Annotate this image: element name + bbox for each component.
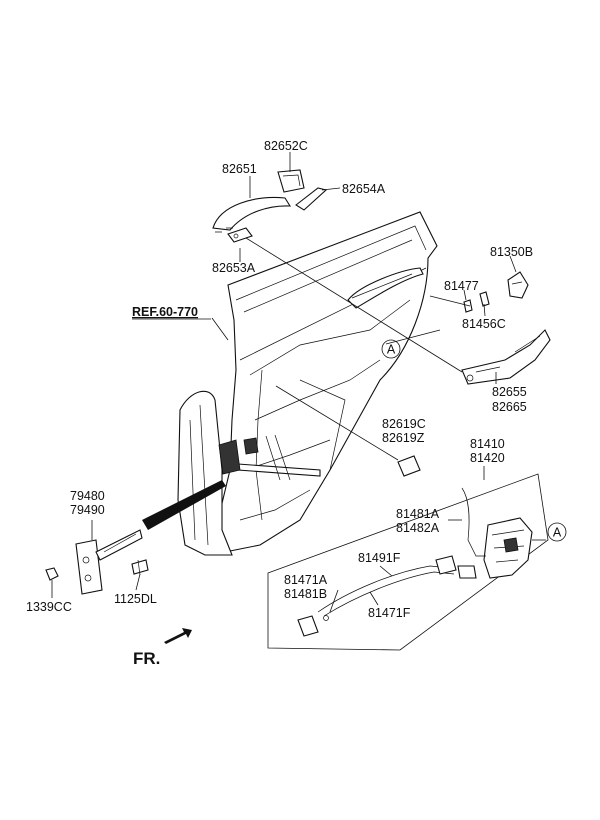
reference-arrow bbox=[142, 480, 226, 530]
label-81350b: 81350B bbox=[490, 245, 533, 259]
leader-lines bbox=[51, 152, 546, 613]
door-panel bbox=[217, 211, 438, 553]
label-81491f: 81491F bbox=[358, 551, 401, 565]
label-82654a: 82654A bbox=[342, 182, 386, 196]
label-ref-60-770: REF.60-770 bbox=[132, 305, 198, 319]
front-direction-indicator: FR. bbox=[133, 628, 192, 668]
screw-81477 bbox=[463, 299, 473, 313]
label-82653a: 82653A bbox=[212, 261, 256, 275]
label-81477: 81477 bbox=[444, 279, 479, 293]
callout-a-lock: A bbox=[547, 522, 567, 542]
label-1125dl: 1125DL bbox=[114, 592, 157, 606]
gasket-82654a bbox=[295, 187, 328, 211]
label-81471f: 81471F bbox=[368, 606, 411, 620]
label-81471a: 81471A bbox=[284, 573, 328, 587]
trim-cap-82619c bbox=[397, 455, 421, 477]
bolt-1125dl bbox=[131, 559, 149, 576]
lock-assembly-box bbox=[267, 473, 549, 651]
label-82619c: 82619C bbox=[382, 417, 426, 431]
screw-81456c bbox=[479, 291, 490, 307]
label-82652c: 82652C bbox=[264, 139, 308, 153]
pad-82653a bbox=[227, 227, 253, 243]
callout-a-lock-letter: A bbox=[553, 526, 562, 540]
inside-handle-assembly bbox=[461, 329, 551, 385]
door-latch bbox=[483, 517, 533, 579]
label-81456c: 81456C bbox=[462, 317, 506, 331]
handle-cover-82652c bbox=[277, 169, 305, 193]
door-checker bbox=[75, 529, 143, 595]
bracket-81350b bbox=[507, 271, 529, 299]
callout-a-door-letter: A bbox=[387, 343, 396, 357]
label-82651: 82651 bbox=[222, 162, 257, 176]
outside-handle bbox=[212, 196, 292, 233]
label-82655: 82655 bbox=[492, 385, 527, 399]
lock-rod-81481a bbox=[461, 487, 486, 557]
front-label: FR. bbox=[133, 649, 160, 668]
label-81481a: 81481A bbox=[396, 507, 440, 521]
body-pillar bbox=[177, 390, 259, 556]
label-81410: 81410 bbox=[470, 437, 505, 451]
label-82665: 82665 bbox=[492, 400, 527, 414]
label-79480: 79480 bbox=[70, 489, 105, 503]
callout-a-door: A bbox=[381, 339, 401, 359]
label-1339cc: 1339CC bbox=[26, 600, 72, 614]
cable-assembly bbox=[317, 555, 477, 617]
lock-part-81471a bbox=[297, 615, 329, 637]
label-82619z: 82619Z bbox=[382, 431, 425, 445]
label-81420: 81420 bbox=[470, 451, 505, 465]
label-81482a: 81482A bbox=[396, 521, 440, 535]
nut-1339cc bbox=[45, 567, 59, 581]
label-79490: 79490 bbox=[70, 503, 105, 517]
label-81481b: 81481B bbox=[284, 587, 327, 601]
